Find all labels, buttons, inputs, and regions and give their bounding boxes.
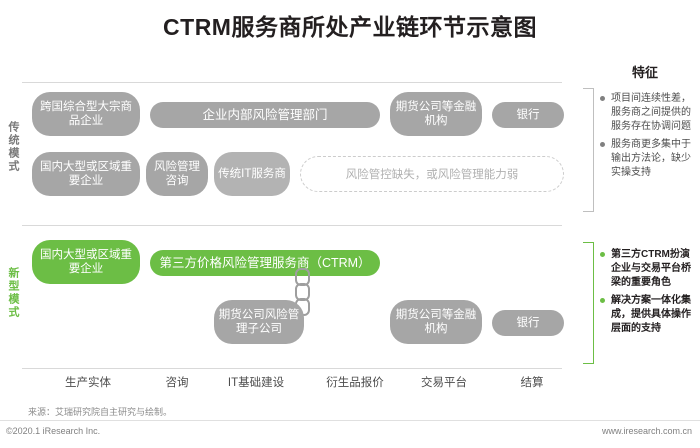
band-label-traditional: 传统模式 [7,121,19,173]
divider-middle [22,225,562,226]
node-third-party-ctrm[interactable]: 第三方价格风险管理服务商（CTRM） [150,250,380,276]
feature-item: 解决方案一体化集成，提供具体操作层面的支持 [600,294,692,336]
features-new: 第三方CTRM扮演企业与交易平台桥梁的重要角色 解决方案一体化集成，提供具体操作… [600,248,692,340]
node-risk-consulting[interactable]: 风险管理咨询 [146,152,208,196]
footer-copyright: ©2020.1 iResearch Inc. [6,426,101,436]
features-traditional: 项目间连续性差，服务商之间提供的服务存在协调问题 服务商更多集中于输出方法论，缺… [600,92,692,184]
footer-divider [0,420,700,421]
band-label-new: 新型模式 [7,267,19,319]
bracket-traditional [583,88,594,212]
axis-label-derivatives-quote: 衍生品报价 [326,377,384,389]
node-domestic-large-firms-traditional[interactable]: 国内大型或区域重要企业 [32,152,140,196]
axis-label-settlement: 结算 [520,377,544,389]
axis-label-production: 生产实体 [65,377,111,389]
node-futures-financial-institutions-top[interactable]: 期货公司等金融机构 [390,92,482,136]
page-title: CTRM服务商所处产业链环节示意图 [163,14,537,40]
node-futures-risk-subsidiary[interactable]: 期货公司风险管理子公司 [214,300,304,344]
node-multinational-commodity-firms[interactable]: 跨国综合型大宗商品企业 [32,92,140,136]
feature-item: 第三方CTRM扮演企业与交易平台桥梁的重要角色 [600,248,692,290]
axis-label-consulting: 咨询 [165,377,189,389]
feature-item: 服务商更多集中于输出方法论，缺少实操支持 [600,138,692,180]
axis-label-it-infrastructure: IT基础建设 [227,377,285,389]
node-bank-top[interactable]: 银行 [492,102,564,128]
node-domestic-large-firms-new[interactable]: 国内大型或区域重要企业 [32,240,140,284]
bracket-new [583,242,594,364]
footer-website[interactable]: www.iresearch.com.cn [601,426,692,436]
node-traditional-it-service[interactable]: 传统IT服务商 [214,152,290,196]
features-heading: 特征 [631,65,658,80]
feature-item: 项目间连续性差，服务商之间提供的服务存在协调问题 [600,92,692,134]
node-risk-control-missing: 风险管控缺失，或风险管理能力弱 [300,156,564,192]
node-internal-risk-dept[interactable]: 企业内部风险管理部门 [150,102,380,128]
source-note: 来源：艾瑞研究院自主研究与绘制。 [28,407,173,417]
node-futures-financial-institutions-bottom[interactable]: 期货公司等金融机构 [390,300,482,344]
chain-link-icon [295,268,310,316]
node-bank-bottom[interactable]: 银行 [492,310,564,336]
divider-bottom [22,368,562,369]
divider-top [22,82,562,83]
axis-label-trading-platform: 交易平台 [421,377,467,389]
